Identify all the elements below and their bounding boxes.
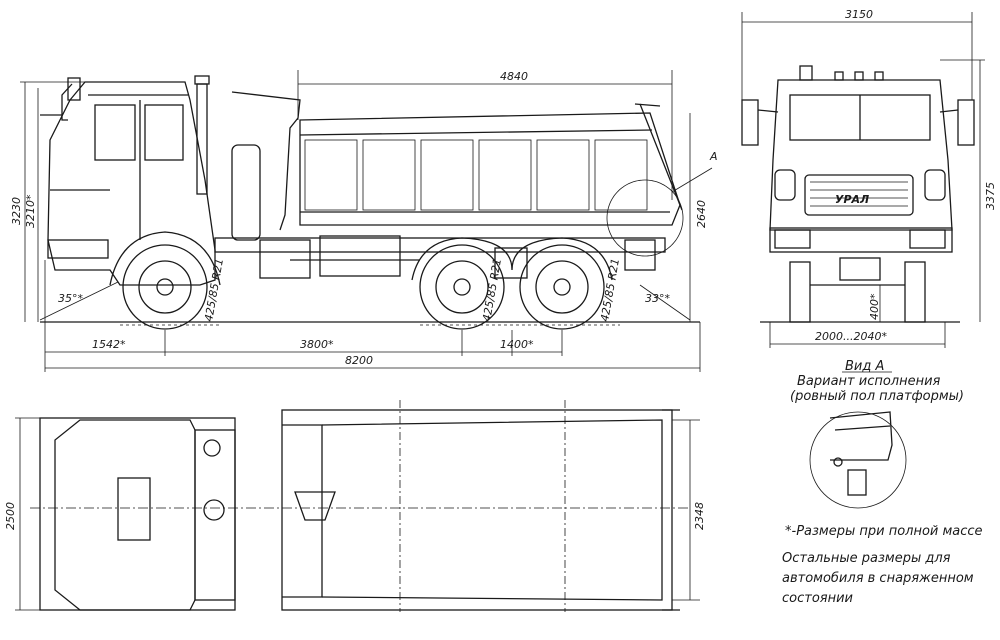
dim-clearance: 400* — [868, 293, 881, 320]
note-line4: состоянии — [782, 591, 853, 606]
dim-body-length: 4840 — [500, 70, 528, 83]
dim-body-width: 2348 — [693, 502, 706, 530]
dim-track: 2000...2040* — [815, 330, 887, 343]
dim-front-overhang: 1542* — [92, 338, 126, 351]
dim-height-loaded: 3210* — [24, 194, 37, 228]
note-line3: автомобиля в снаряженном — [782, 571, 974, 586]
top-view: 2500 2348 — [4, 400, 706, 612]
approach-angle: 35°* — [58, 292, 83, 305]
side-view: 425/85 R21 425/85 R21 425/85 R21 A 35°* … — [10, 70, 718, 372]
note-line2: Остальные размеры для — [782, 551, 951, 566]
dump-body — [299, 103, 683, 226]
callout-label-a: A — [709, 150, 718, 163]
tire-label-front: 425/85 R21 — [202, 257, 226, 322]
note-line1: *-Размеры при полной массе — [785, 524, 983, 539]
departure-angle: 33°* — [645, 292, 670, 305]
grille-logo: УРАЛ — [835, 193, 869, 206]
view-a-title: Вид А — [845, 359, 884, 374]
cab — [40, 77, 216, 286]
rear-wheel-2 — [519, 244, 605, 330]
front-view: УРАЛ 3150 3375 400* 2000...2040* — [741, 8, 997, 348]
tire-label-rear-2: 425/85 R21 — [598, 257, 622, 322]
view-a: Вид А Вариант исполнения (ровный пол пла… — [790, 359, 964, 509]
dim-total-length: 8200 — [345, 354, 373, 367]
view-a-caption-line2: (ровный пол платформы) — [790, 389, 964, 404]
dim-top-width: 2500 — [4, 502, 17, 530]
dim-front-height: 3375 — [984, 182, 997, 210]
tire-label-rear-1: 425/85 R21 — [480, 257, 504, 322]
dim-wheelbase: 3800* — [300, 338, 334, 351]
notes: *-Размеры при полной массе Остальные раз… — [782, 524, 983, 606]
dim-height: 3230 — [10, 197, 23, 225]
front-wheel — [109, 231, 221, 330]
dim-front-width: 3150 — [845, 8, 873, 21]
rear-wheel-1 — [419, 244, 505, 330]
dim-rear-axle-spacing: 1400* — [500, 338, 534, 351]
dim-load-height: 2640 — [695, 200, 708, 228]
view-a-caption-line1: Вариант исполнения — [797, 374, 941, 389]
